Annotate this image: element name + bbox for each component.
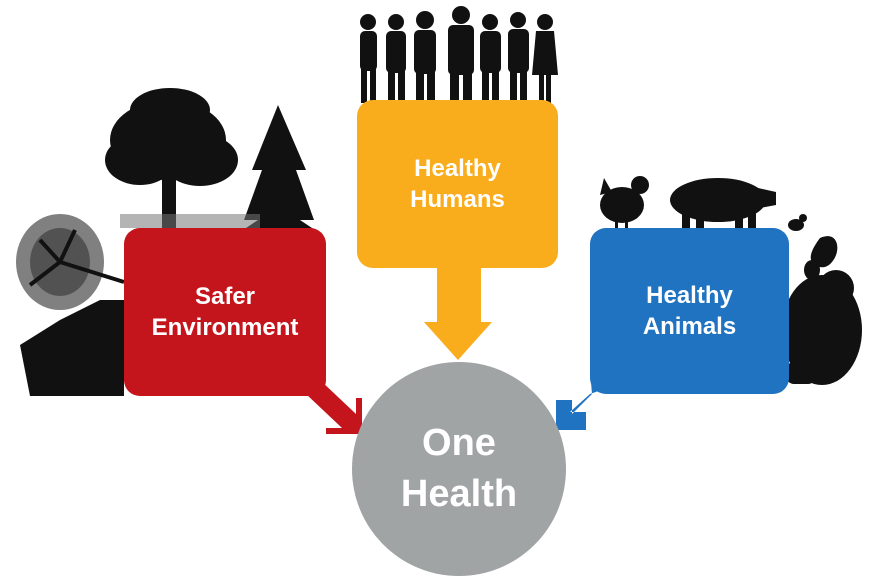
safer-environment-box: Safer Environment (124, 228, 326, 396)
healthy-humans-box: Healthy Humans (357, 100, 558, 268)
safer-environment-label: Safer Environment (151, 282, 299, 341)
trees-icon (16, 88, 318, 396)
one-health-circle: One Health (352, 362, 566, 576)
healthy-humans-label: Healthy Humans (410, 154, 505, 213)
people-icon (360, 6, 558, 108)
one-health-label: One Health (400, 421, 518, 515)
animals-icon (600, 176, 862, 385)
healthy-animals-box: Healthy Animals (590, 228, 789, 394)
healthy-animals-label: Healthy Animals (642, 281, 737, 340)
